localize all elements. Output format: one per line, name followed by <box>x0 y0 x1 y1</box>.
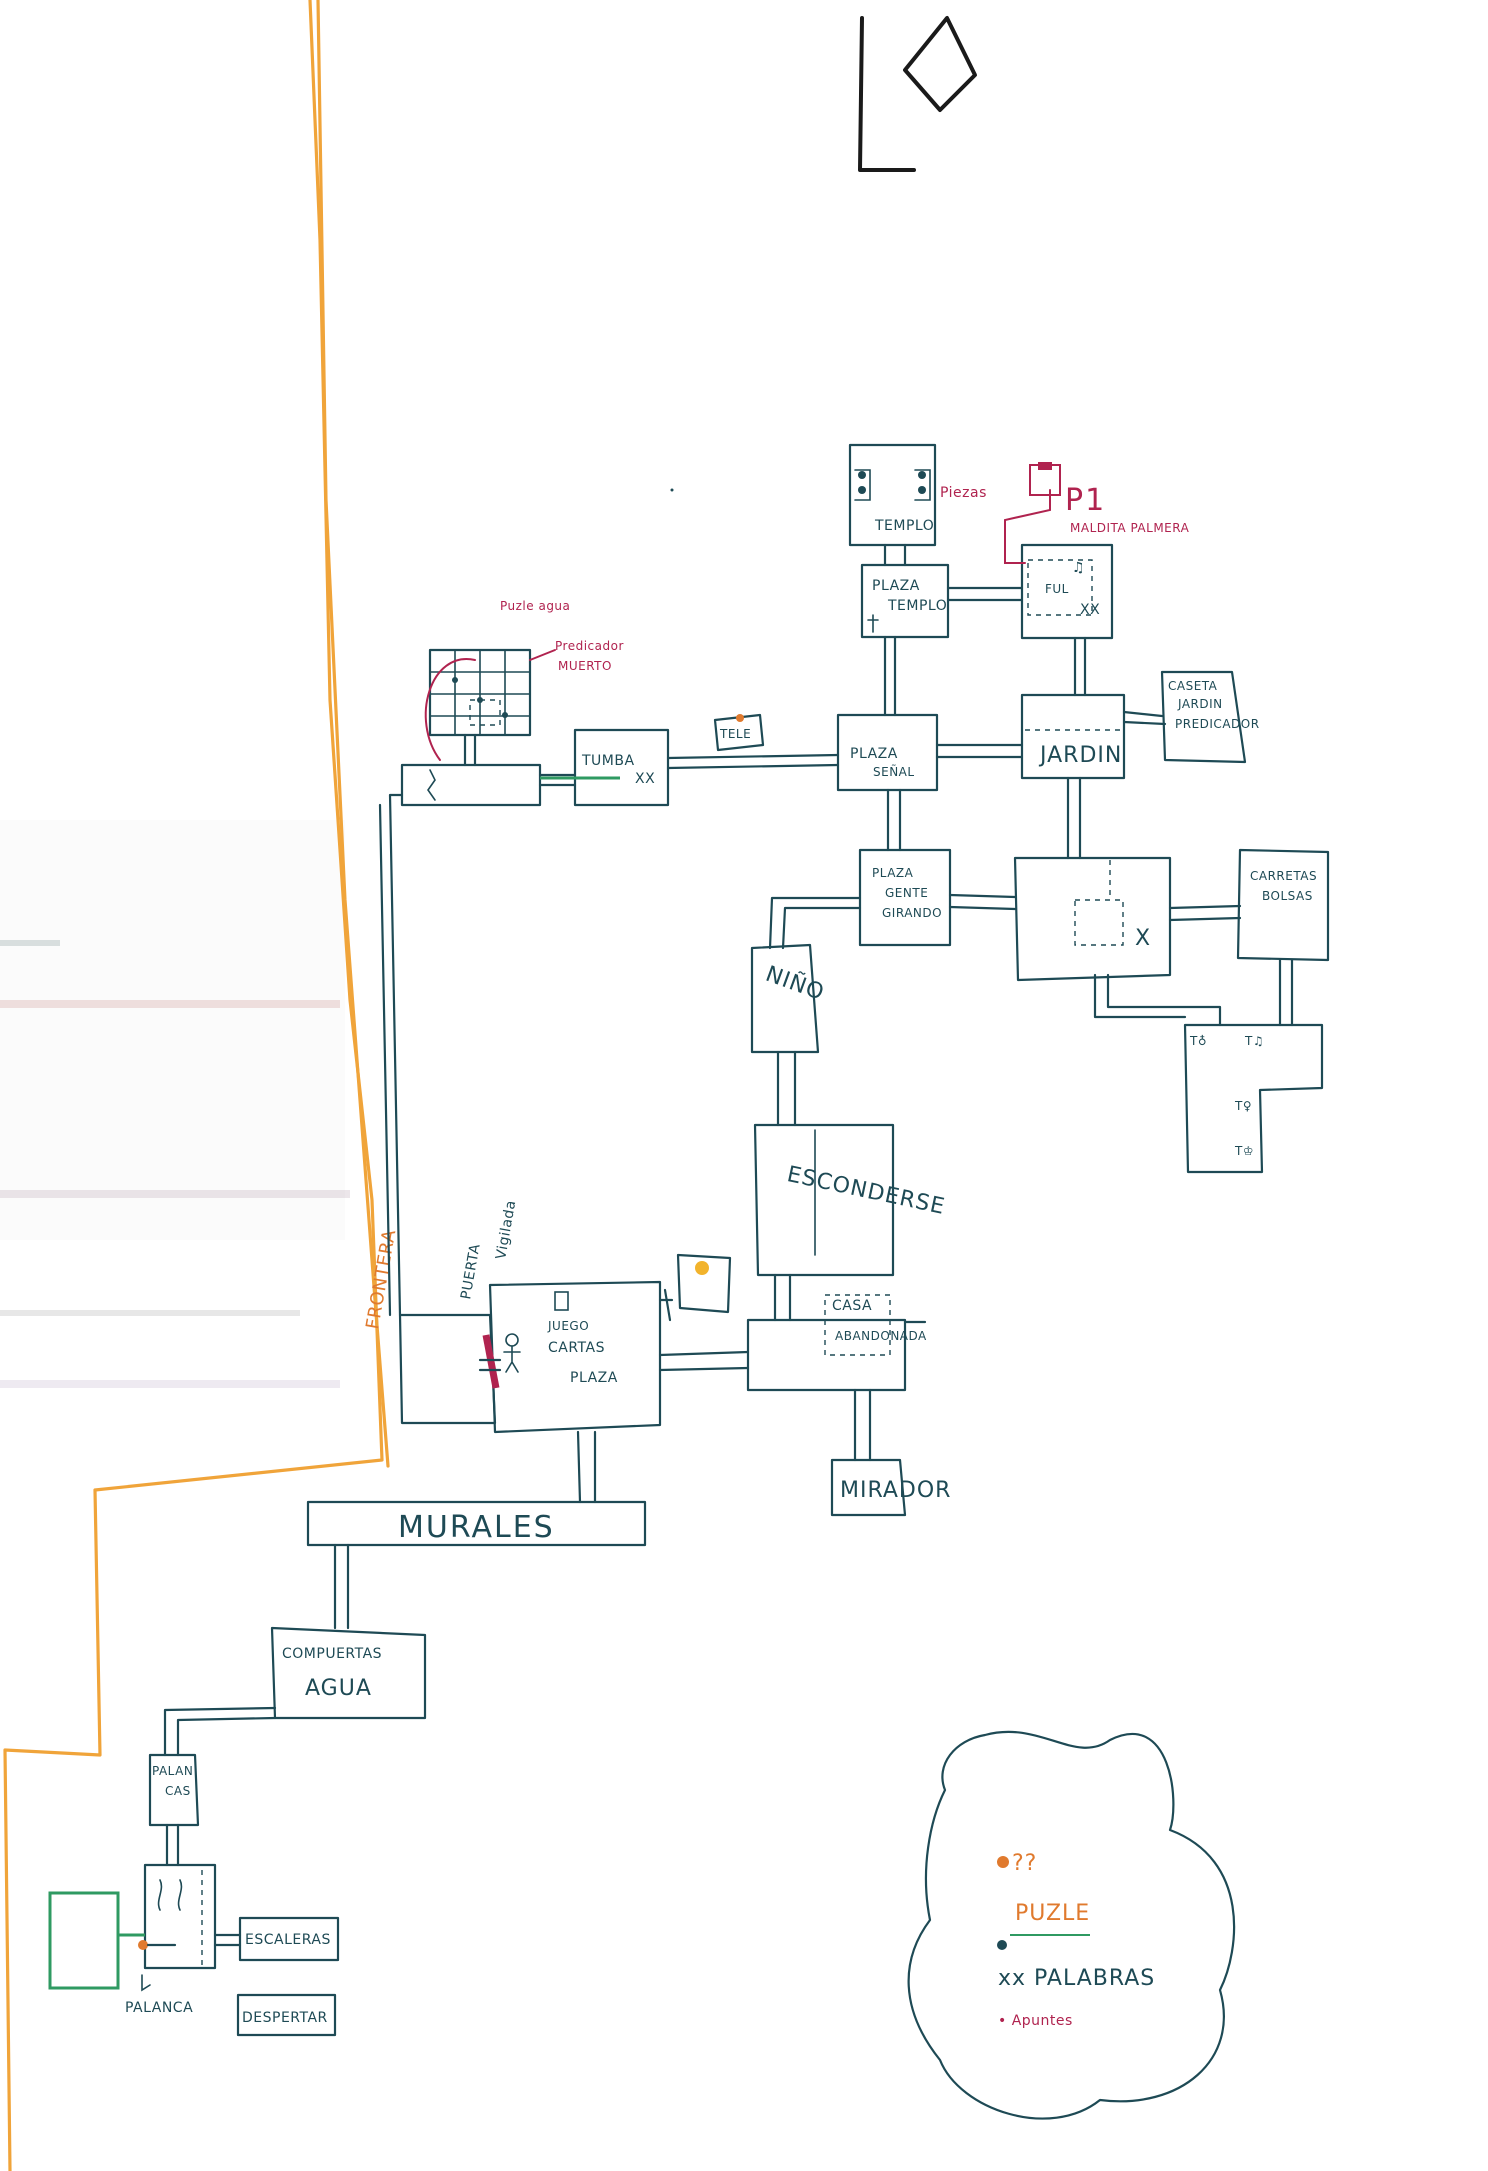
room-fuente[interactable]: FUL XX ♫ <box>1020 543 1114 640</box>
nino-label: NIÑO <box>762 960 828 1006</box>
key-icon: T♀ <box>1234 1099 1252 1113</box>
juego-label-2: CARTAS <box>548 1340 605 1356</box>
caseta-label-2: JARDIN <box>1177 697 1223 711</box>
fuente-xx: XX <box>1080 602 1100 618</box>
x-mark: X <box>1135 926 1151 951</box>
plaza-senal-label-1: PLAZA <box>850 746 898 762</box>
p1-marker <box>1038 462 1052 470</box>
legend: ?? PUZLE xx PALABRAS • Apuntes <box>907 1730 1236 2120</box>
plaza-gente-label-2: GENTE <box>885 886 928 900</box>
room-tumba[interactable]: TUMBA XX <box>573 728 670 807</box>
room-caseta-jardin[interactable]: CASETA JARDIN PREDICADOR <box>1160 670 1260 764</box>
puerta-vigilada-label-2: Vigilada <box>493 1199 519 1261</box>
predicador-note-1: Predicador <box>555 639 624 653</box>
room-escaleras[interactable]: ESCALERAS <box>238 1916 340 1962</box>
carretas-label-1: CARRETAS <box>1250 869 1317 883</box>
tele-label: TELE <box>719 727 751 741</box>
palancas-label-1: PALAN <box>152 1764 193 1778</box>
room-central[interactable]: X <box>1013 856 1172 982</box>
note-card <box>676 1253 732 1314</box>
room-entrada[interactable] <box>138 1863 217 1970</box>
casa-label-2: ABANDONADA <box>835 1329 927 1343</box>
teal-dot-icon <box>997 1940 1007 1950</box>
frontier-border <box>3 0 390 2171</box>
stray-dot <box>670 488 674 492</box>
room-templo[interactable]: TEMPLO <box>848 443 937 547</box>
predicador-note-2: MUERTO <box>558 659 612 673</box>
room-plaza-gente[interactable]: PLAZA GENTE GIRANDO <box>858 848 952 947</box>
room-palancas[interactable]: PALAN CAS <box>148 1753 200 1827</box>
maldita-palmera-label: MALDITA PALMERA <box>1070 521 1190 535</box>
room-compuertas[interactable]: COMPUERTAS AGUA <box>270 1626 427 1720</box>
music-icon: T♫ <box>1244 1034 1264 1048</box>
room-esconderse[interactable]: ESCONDERSE <box>753 1123 948 1277</box>
room-tele[interactable]: TELE <box>713 713 765 752</box>
room-tumba-corridor[interactable] <box>400 763 542 807</box>
fuente-label: FUL <box>1045 582 1069 596</box>
room-murales[interactable]: MURALES <box>306 1500 647 1547</box>
room-despertar[interactable]: DESPERTAR <box>236 1993 337 2037</box>
templo-label: TEMPLO <box>874 518 934 534</box>
water-puzzle-grid[interactable] <box>428 648 532 737</box>
blurred-fragments <box>0 820 350 1388</box>
piezas-note: Piezas <box>940 485 987 501</box>
exit-door[interactable] <box>48 1891 120 1990</box>
room-mirador[interactable]: MIRADOR <box>830 1458 951 1517</box>
legend-puzle: PUZLE <box>1015 1901 1090 1926</box>
p1-label: P1 <box>1065 483 1106 518</box>
room-juego-cartas[interactable]: JUEGO CARTAS PLAZA <box>478 1280 662 1434</box>
plaza-gente-label-1: PLAZA <box>872 866 914 880</box>
puzle-agua-note: Puzle agua <box>500 599 570 613</box>
plaza-senal-label-2: SEÑAL <box>873 764 915 779</box>
puzzle-dot-icon <box>997 1856 1009 1868</box>
frontera-label: FRONTERA <box>362 1228 400 1331</box>
carretas-label-2: BOLSAS <box>1262 889 1313 903</box>
mirador-label: MIRADOR <box>840 1478 951 1503</box>
bottle-icon: T♁ <box>1189 1034 1207 1048</box>
compuertas-label-2: AGUA <box>305 1676 372 1701</box>
legend-palabras: xx PALABRAS <box>998 1966 1155 1991</box>
esconderse-label: ESCONDERSE <box>785 1162 948 1220</box>
room-jardin[interactable]: JARDIN <box>1020 693 1126 780</box>
legend-apuntes: • Apuntes <box>998 2013 1073 2029</box>
plaza-templo-label-1: PLAZA <box>872 578 920 594</box>
plaza-gente-label-3: GIRANDO <box>882 906 942 920</box>
room-plaza-templo[interactable]: PLAZA TEMPLO <box>860 563 950 639</box>
room-casa-abandonada[interactable]: CASA ABANDONADA <box>746 1294 927 1392</box>
palanca-label: PALANCA <box>125 2000 193 2016</box>
caseta-label-3: PREDICADOR <box>1175 717 1260 731</box>
casa-label-1: CASA <box>832 1298 872 1314</box>
juego-label-1: JUEGO <box>547 1319 589 1333</box>
plaza-templo-label-2: TEMPLO <box>887 598 947 614</box>
tumba-label: TUMBA <box>581 753 635 769</box>
despertar-label: DESPERTAR <box>242 2010 328 2026</box>
escaleras-label: ESCALERAS <box>245 1932 331 1948</box>
murales-label: MURALES <box>398 1510 555 1545</box>
room-nino[interactable]: NIÑO <box>750 943 828 1054</box>
music-note-icon: ♫ <box>1072 560 1085 576</box>
tumba-xx: XX <box>635 771 655 787</box>
jardin-label: JARDIN <box>1038 743 1122 768</box>
room-items[interactable]: T♁ T♫ T♀ T♔ <box>1183 1023 1324 1174</box>
palancas-label-2: CAS <box>165 1784 191 1798</box>
pot-icon: T♔ <box>1234 1144 1254 1158</box>
plaza-juego-label: PLAZA <box>570 1370 618 1386</box>
compuertas-label-1: COMPUERTAS <box>282 1646 382 1662</box>
caseta-label-1: CASETA <box>1168 679 1218 693</box>
legend-unknown: ?? <box>1012 1851 1037 1876</box>
room-plaza-senal[interactable]: PLAZA SEÑAL <box>836 713 939 792</box>
puerta-vigilada-label-1: PUERTA <box>458 1242 484 1300</box>
room-carretas[interactable]: CARRETAS BOLSAS <box>1236 848 1330 962</box>
compass-logo <box>858 16 977 172</box>
